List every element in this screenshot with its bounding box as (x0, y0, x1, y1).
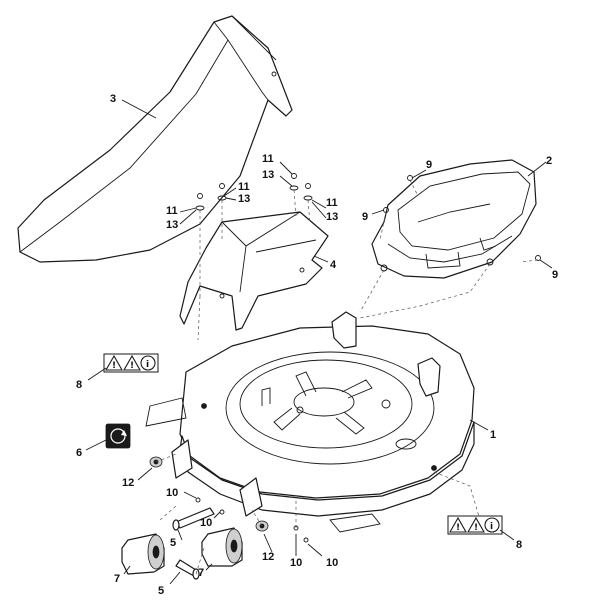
part-2-rear-cover (371, 159, 537, 279)
callout-5-upper: 5 (170, 537, 176, 549)
callout-6: 6 (76, 447, 82, 459)
leader-lines (85, 99, 553, 585)
part-3-grass-chute (17, 15, 293, 263)
callout-10-d: 10 (326, 557, 338, 569)
callout-13-mid: 13 (238, 193, 250, 205)
svg-text:!: ! (112, 361, 116, 371)
part-7-rollers (121, 527, 243, 575)
callout-4: 4 (330, 259, 337, 271)
callout-2: 2 (546, 155, 552, 167)
callout-13-left: 13 (166, 219, 178, 231)
callout-12-left: 12 (122, 477, 134, 489)
callout-11-left: 11 (166, 205, 178, 217)
callout-12-right: 12 (262, 551, 274, 563)
svg-text:!: ! (474, 523, 478, 533)
rotation-decal-icon (105, 423, 131, 449)
part-5-axle-pins (172, 507, 215, 580)
callout-11-right: 11 (326, 197, 338, 209)
callout-10-b: 10 (200, 517, 212, 529)
callout-8-left: 8 (76, 379, 82, 391)
callout-9-top: 9 (426, 159, 432, 171)
callout-8-right: 8 (516, 539, 522, 551)
callout-9-left: 9 (362, 211, 368, 223)
svg-text:!: ! (456, 523, 460, 533)
callout-11-top: 11 (262, 153, 274, 165)
assembly-lines (155, 179, 539, 575)
callout-3: 3 (110, 93, 116, 105)
warning-decal-left: ! ! i (103, 353, 159, 373)
warning-decal-right: ! ! i (447, 515, 503, 535)
callout-5-lower: 5 (158, 585, 164, 597)
callout-13-top: 13 (262, 169, 274, 181)
callout-7-right: 7 (198, 567, 204, 579)
callout-11-mid: 11 (238, 181, 250, 193)
svg-text:!: ! (130, 361, 134, 371)
callout-labels: 3 2 4 1 8 8 6 12 12 10 10 10 10 5 5 7 7 … (76, 93, 558, 597)
callout-9-right: 9 (552, 269, 558, 281)
part-4-chute-bracket (179, 211, 329, 331)
callout-13-right: 13 (326, 211, 338, 223)
callout-1: 1 (490, 429, 496, 441)
callout-7-left: 7 (114, 573, 120, 585)
svg-text:i: i (490, 522, 493, 532)
svg-text:i: i (146, 360, 149, 370)
part-1-mower-deck (145, 311, 475, 533)
callout-10-c: 10 (290, 557, 302, 569)
callout-10-a: 10 (166, 487, 178, 499)
